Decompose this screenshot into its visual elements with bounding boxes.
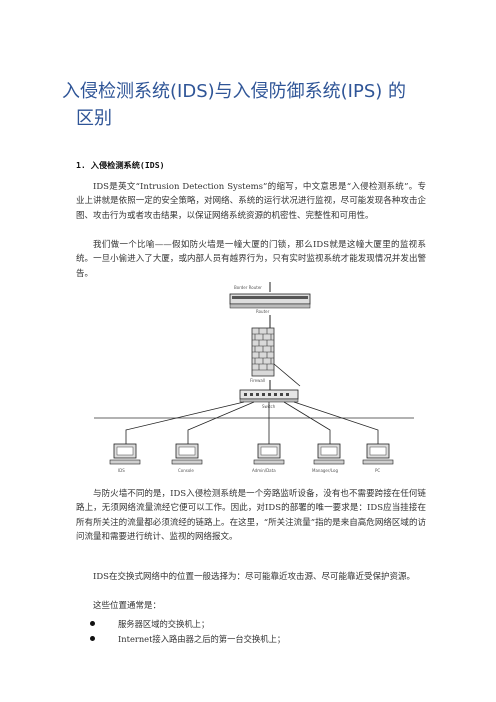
section-heading: 1. 入侵检测系统(IDS) — [76, 160, 165, 170]
bullet-icon — [90, 621, 95, 626]
paragraph-ids-definition: IDS是英文“Intrusion Detection Systems”的缩写，中… — [76, 182, 426, 221]
host-ids-label: IDS — [118, 468, 125, 473]
host-admin-label: Admin/Data — [252, 468, 276, 473]
title-line-1: 入侵检测系统(IDS)与入侵防御系统(IPS) 的 — [62, 81, 406, 102]
paragraph-analogy: 我们做一个比喻——假如防火墙是一幢大厦的门锁，那么IDS就是这幢大厦里的监视系统… — [76, 240, 426, 279]
bullet-icon — [90, 636, 95, 641]
host-pc-label: PC — [375, 468, 380, 473]
border-router: Border Router Router — [229, 282, 311, 314]
firewall-label: Firewall — [250, 378, 265, 383]
paragraph-deployment: 与防火墙不同的是，IDS入侵检测系统是一个旁路监听设备，没有也不需要跨接在任何链… — [76, 489, 426, 543]
router-label: Router — [256, 309, 270, 314]
document-title: 入侵检测系统(IDS)与入侵防御系统(IPS) 的 区别 — [62, 78, 442, 132]
paragraph-locations-intro: 这些位置通常是： — [93, 601, 162, 611]
list-item: Internet接入路由器之后的第一台交换机上； — [80, 632, 285, 647]
list-item: 服务器区域的交换机上； — [80, 617, 285, 632]
title-line-2: 区别 — [76, 108, 112, 129]
host-manager-label: Manager/Log — [312, 468, 338, 473]
border-router-label: Border Router — [234, 285, 262, 290]
list-item-text: Internet接入路由器之后的第一台交换机上； — [118, 634, 286, 644]
list-item-text: 服务器区域的交换机上； — [118, 619, 210, 629]
host-pc: PC — [362, 443, 394, 473]
host-console: Console — [171, 443, 203, 473]
paragraph-position: IDS在交换式网络中的位置一般选择为：尽可能靠近攻击源、尽可能靠近受保护资源。 — [93, 572, 415, 582]
host-ids: IDS — [109, 443, 141, 473]
host-manager: Manager/Log — [312, 443, 345, 473]
host-console-label: Console — [178, 468, 194, 473]
host-admin: Admin/Data — [252, 443, 285, 473]
network-diagram: Border Router Router Firewall — [94, 282, 414, 473]
firewall-icon: Firewall — [250, 327, 275, 383]
location-list: 服务器区域的交换机上； Internet接入路由器之后的第一台交换机上； — [80, 617, 285, 647]
